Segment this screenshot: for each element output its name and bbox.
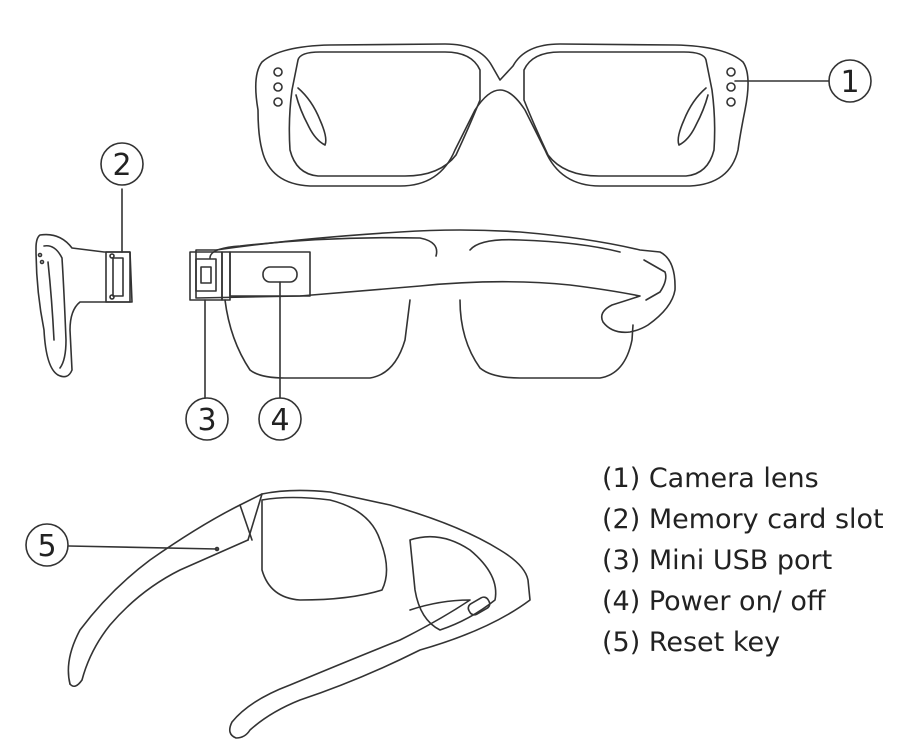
- side-view-glasses: [189, 229, 676, 399]
- callout-circle-3: [185, 397, 229, 441]
- callout-label-2: 2: [112, 148, 131, 183]
- legend-item-power-on-off: (4) Power on/ off: [602, 586, 826, 617]
- legend-item-camera-lens: (1) Camera lens: [602, 463, 819, 494]
- legend-item-mini-usb-port: (3) Mini USB port: [602, 545, 833, 576]
- camera-lens-icon: [726, 82, 736, 92]
- callout-circle-4: [258, 397, 302, 441]
- legend: (1) Camera lens (2) Memory card slot (3)…: [602, 458, 884, 663]
- callout-circle-5: [25, 523, 69, 567]
- legend-item-reset-key: (5) Reset key: [602, 627, 781, 658]
- callout-label-5: 5: [37, 529, 56, 564]
- legend-item-memory-card-slot: (2) Memory card slot: [602, 504, 884, 535]
- callout-circle-2: [100, 142, 144, 186]
- callout-label-3: 3: [197, 403, 216, 438]
- callout-label-4: 4: [270, 403, 289, 438]
- usb-port-icon: [200, 266, 212, 284]
- side-piece-view: [35, 188, 133, 378]
- perspective-view-glasses: [67, 489, 531, 739]
- power-button-icon: [262, 266, 298, 283]
- callout-circle-1: [828, 59, 872, 103]
- callout-label-1: 1: [840, 65, 859, 100]
- front-view-glasses: [254, 43, 830, 187]
